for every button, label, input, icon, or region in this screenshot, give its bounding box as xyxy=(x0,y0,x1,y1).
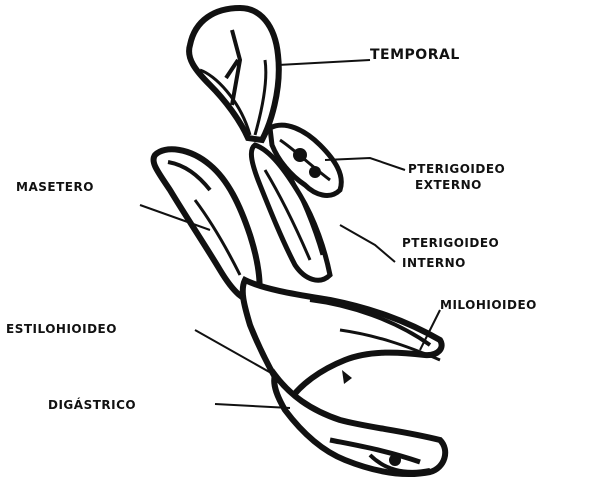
label-pterigoideo-interno-1: PTERIGOIDEO xyxy=(402,236,499,250)
temporal-muscle xyxy=(189,8,279,140)
leader-pterigoideo-interno xyxy=(340,225,395,262)
label-pterigoideo-externo-2: EXTERNO xyxy=(415,178,482,192)
label-pterigoideo-externo-1: PTERIGOIDEO xyxy=(408,162,505,176)
label-masetero: MASETERO xyxy=(16,180,94,194)
label-pterigoideo-interno-2: INTERNO xyxy=(402,256,466,270)
label-milohioideo: MILOHIOIDEO xyxy=(440,298,537,312)
leader-temporal xyxy=(278,60,370,65)
label-digastrico: DIGÁSTRICO xyxy=(48,398,136,412)
label-temporal: TEMPORAL xyxy=(370,48,460,62)
label-estilohioideo: ESTILOHIOIDEO xyxy=(6,322,117,336)
